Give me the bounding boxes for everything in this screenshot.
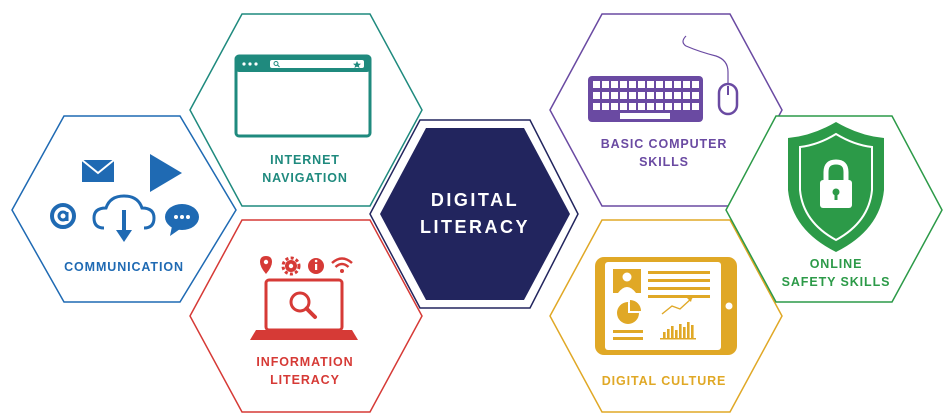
keyboard-key [638,92,645,99]
keyboard-key [602,81,609,88]
center-title-line2: LITERACY [420,217,530,237]
information-literacy-label-line1: INFORMATION [256,355,353,369]
online-safety-skills-label-line2: SAFETY SKILLS [782,275,891,289]
keyboard-key [674,81,681,88]
keyboard-key [638,81,645,88]
keyboard-key [593,92,600,99]
keyboard-key [683,92,690,99]
mini-bar [679,324,682,338]
keyboard-key [629,103,636,110]
keyboard-key [647,103,654,110]
internet-navigation-label-line1: INTERNET [270,153,340,167]
keyboard-key [611,81,618,88]
shield-lock-icon [788,122,884,252]
mini-bar [667,329,670,338]
at-sign-icon [50,203,76,229]
keyboard-key [674,92,681,99]
keyboard-key [602,92,609,99]
keyboard-key [656,92,663,99]
keyboard-key [593,103,600,110]
hexagon-center-fill [380,128,570,300]
keyboard-key [647,92,654,99]
keyboard-key [665,103,672,110]
cloud-download-icon [92,194,156,242]
keyboard-key [656,81,663,88]
basic-computer-skills-icons [588,35,739,122]
gear-icon [281,256,301,276]
keyboard-key [647,81,654,88]
mouse-cable [682,35,729,84]
keyboard-key [692,103,699,110]
basic-computer-skills-label-line1: BASIC COMPUTER [601,137,728,151]
keyboard-key [593,81,600,88]
browser-window-icon [234,54,372,138]
mini-bar-baseline [660,338,696,340]
profile-card-icon [613,269,641,293]
mouse-icon [717,82,739,116]
text-lines [613,271,710,340]
keyboard-key [638,103,645,110]
location-pin-icon [260,256,272,274]
keyboard-key [692,92,699,99]
basic-computer-skills-label-line2: SKILLS [639,155,689,169]
envelope-icon [81,159,115,182]
communication-label: COMMUNICATION [64,260,184,274]
keyboard-key [665,81,672,88]
keyboard-spacebar [620,113,670,119]
keyboard-key [683,81,690,88]
information-literacy-label-line2: LITERACY [270,373,340,387]
digital-culture-label: DIGITAL CULTURE [602,374,727,388]
keyboard-key [674,103,681,110]
bar-chart-icon [660,297,696,340]
online-safety-skills-label-line1: ONLINE [810,257,863,271]
mini-bar [691,325,694,338]
keyboard-key [629,92,636,99]
keyboard-icon [588,76,703,122]
mini-bar [687,322,690,338]
tablet-dashboard-icon [595,257,737,355]
keyboard-key [611,92,618,99]
laptop-search-icon [250,278,358,340]
center-title-line1: DIGITAL [431,190,519,210]
communication-icons [50,154,199,242]
keyboard-key [620,92,627,99]
keyboard-key [620,81,627,88]
mini-bar [671,326,674,338]
keyboard-key [629,81,636,88]
wifi-icon [331,257,353,273]
hexagon-communication [11,115,237,303]
keyboard-key [683,103,690,110]
mini-bar [683,327,686,338]
keyboard-key [620,103,627,110]
information-literacy-icons [250,256,358,340]
chat-bubble-icon [165,204,199,236]
play-icon [150,154,182,192]
keyboard-key [656,103,663,110]
pie-chart-icon [617,300,641,324]
keyboard-key [665,92,672,99]
keyboard-key [611,103,618,110]
keyboard-key [692,81,699,88]
keyboard-key [602,103,609,110]
internet-navigation-label-line2: NAVIGATION [262,171,348,185]
info-circle-icon [308,258,324,274]
mini-bar [663,332,666,338]
mini-bar [675,330,678,338]
